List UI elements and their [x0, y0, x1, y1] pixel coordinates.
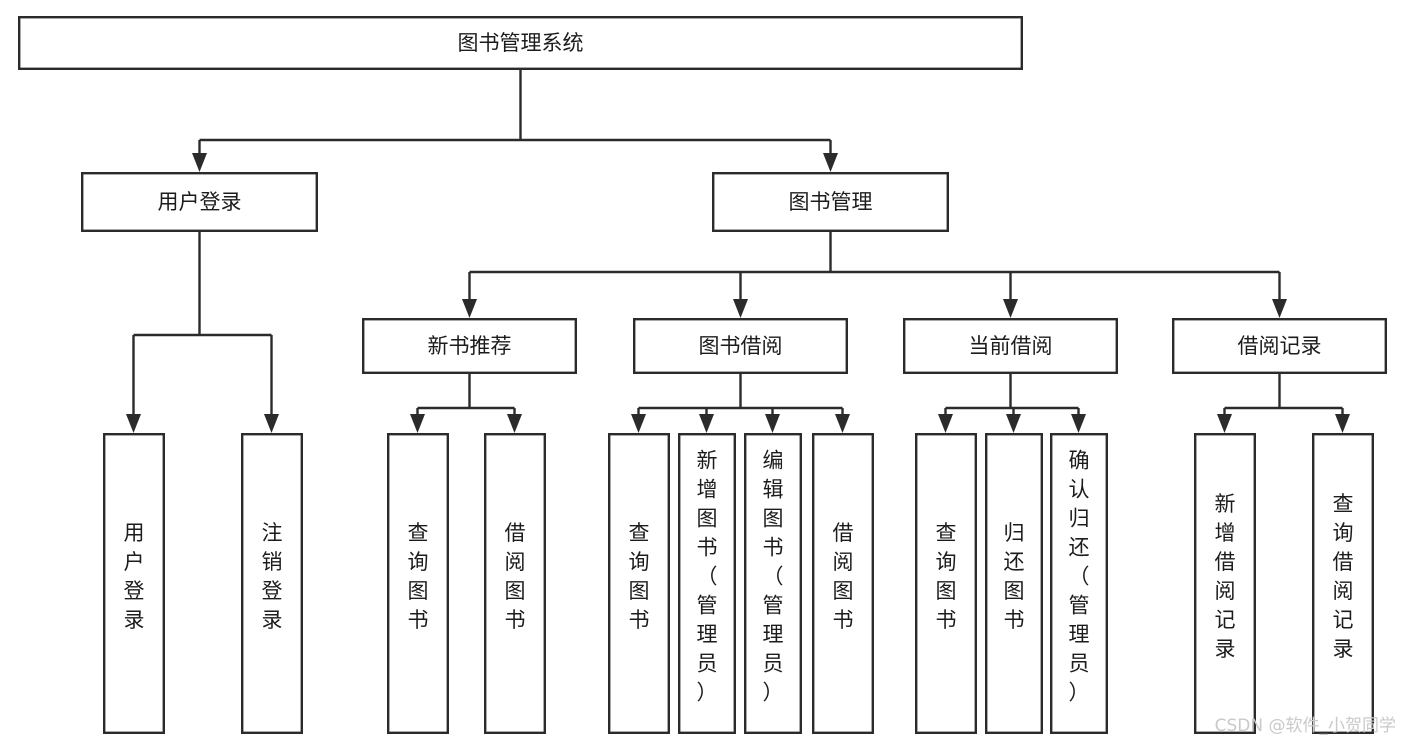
node-label: 归还图书 [1004, 521, 1025, 632]
leaf-node-leaf-add-borrow-record[interactable]: 新增借阅记录 [1193, 433, 1256, 735]
node-box [18, 16, 1023, 70]
arrow-head-icon [835, 414, 850, 433]
node-label: 新增借阅记录 [1215, 492, 1236, 661]
leaf-node-leaf-query-book-current[interactable]: 查询图书 [915, 433, 978, 735]
node-box [608, 433, 671, 735]
node-box [102, 433, 165, 735]
watermark-layer: CSDN @软件_小贺同学 [1215, 716, 1396, 736]
arrow-head-icon [938, 414, 953, 433]
node-label: 新增图书（管理员） [697, 449, 718, 705]
node-label: 借阅记录 [1238, 334, 1322, 358]
module-node-book-management[interactable]: 图书管理 [712, 171, 950, 232]
node-label: 查询图书 [408, 521, 429, 632]
leaf-node-leaf-confirm-return[interactable]: 确认归还（管理员） [1049, 433, 1108, 735]
arrowhead-layer [126, 153, 1350, 433]
arrow-head-icon [126, 414, 141, 433]
arrow-head-icon [462, 299, 477, 318]
node-box [240, 433, 303, 735]
node-label: 查询借阅记录 [1333, 492, 1354, 661]
node-label: 新书推荐 [428, 334, 512, 358]
node-label: 查询图书 [936, 521, 957, 632]
leaf-node-leaf-query-book-recommend[interactable]: 查询图书 [387, 433, 450, 735]
node-box [812, 433, 875, 735]
node-box [903, 318, 1119, 375]
submodule-node-current-borrow[interactable]: 当前借阅 [903, 318, 1119, 375]
csdn-watermark: CSDN @软件_小贺同学 [1215, 716, 1396, 736]
arrow-head-icon [1003, 299, 1018, 318]
node-label: 用户登录 [158, 190, 242, 214]
leaf-node-leaf-return-book[interactable]: 归还图书 [985, 433, 1044, 735]
arrow-head-icon [264, 414, 279, 433]
node-box [915, 433, 978, 735]
node-label: 图书借阅 [699, 334, 783, 358]
leaf-node-leaf-logout[interactable]: 注销登录 [240, 433, 303, 735]
node-box [1193, 433, 1256, 735]
leaf-node-leaf-add-book[interactable]: 新增图书（管理员） [678, 433, 737, 735]
node-label: 借阅图书 [833, 521, 854, 632]
node-label: 图书管理系统 [458, 31, 584, 55]
node-box [1049, 433, 1108, 735]
node-label: 当前借阅 [969, 334, 1053, 358]
leaf-node-leaf-borrow-book-recommend[interactable]: 借阅图书 [484, 433, 547, 735]
arrow-head-icon [507, 414, 522, 433]
node-box [985, 433, 1044, 735]
node-box [712, 171, 950, 232]
node-label: 用户登录 [124, 521, 145, 632]
root-node-root[interactable]: 图书管理系统 [18, 16, 1023, 70]
leaf-node-leaf-user-login[interactable]: 用户登录 [102, 433, 165, 735]
arrow-head-icon [1272, 299, 1287, 318]
leaf-node-leaf-borrow-book[interactable]: 借阅图书 [812, 433, 875, 735]
arrow-head-icon [192, 153, 207, 172]
node-box [1311, 433, 1374, 735]
node-box [678, 433, 737, 735]
arrow-head-icon [699, 414, 714, 433]
node-layer: 图书管理系统用户登录图书管理新书推荐图书借阅当前借阅借阅记录用户登录注销登录查询… [18, 16, 1387, 735]
leaf-node-leaf-edit-book[interactable]: 编辑图书（管理员） [744, 433, 803, 735]
node-label: 注销登录 [262, 521, 283, 632]
node-label: 查询图书 [629, 521, 650, 632]
arrow-head-icon [631, 414, 646, 433]
submodule-node-book-borrow[interactable]: 图书借阅 [633, 318, 849, 375]
leaf-node-leaf-query-book-borrow[interactable]: 查询图书 [608, 433, 671, 735]
node-box [1171, 318, 1387, 375]
module-node-user-login[interactable]: 用户登录 [80, 171, 319, 232]
arrow-head-icon [1071, 414, 1086, 433]
node-box [744, 433, 803, 735]
submodule-node-borrow-record[interactable]: 借阅记录 [1171, 318, 1387, 375]
arrow-head-icon [765, 414, 780, 433]
node-label: 确认归还（管理员） [1069, 449, 1090, 705]
node-box [633, 318, 849, 375]
arrow-head-icon [1335, 414, 1350, 433]
arrow-head-icon [1217, 414, 1232, 433]
node-box [362, 318, 578, 375]
leaf-node-leaf-query-borrow-record[interactable]: 查询借阅记录 [1311, 433, 1374, 735]
node-label: 编辑图书（管理员） [763, 449, 784, 705]
node-box [484, 433, 547, 735]
node-box [80, 171, 319, 232]
arrow-head-icon [410, 414, 425, 433]
arrow-head-icon [1006, 414, 1021, 433]
submodule-node-new-book-recommend[interactable]: 新书推荐 [362, 318, 578, 375]
node-label: 借阅图书 [505, 521, 526, 632]
arrow-head-icon [823, 153, 838, 172]
node-label: 图书管理 [789, 190, 873, 214]
arrow-head-icon [733, 299, 748, 318]
node-box [387, 433, 450, 735]
